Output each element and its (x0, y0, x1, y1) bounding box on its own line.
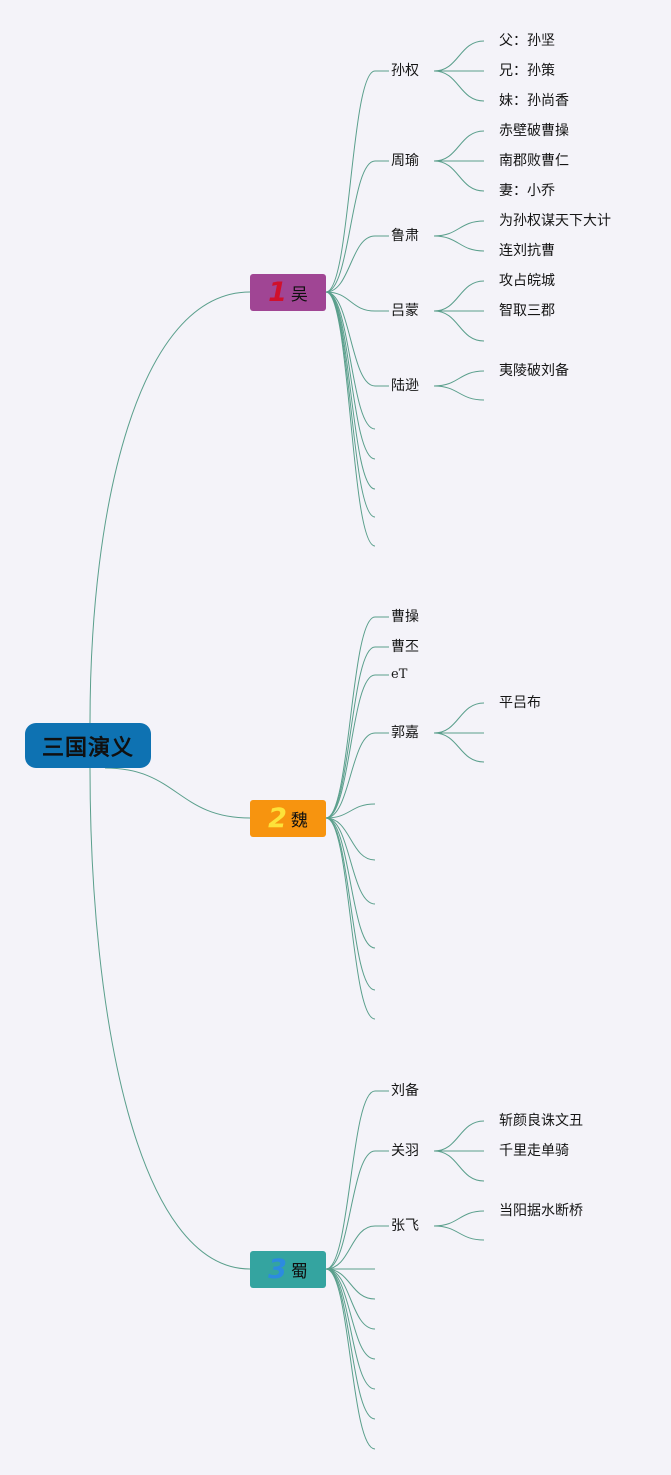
sub-node[interactable]: 吕蒙 (391, 303, 419, 319)
leaf-node[interactable]: 为孙权谋天下大计 (499, 213, 611, 229)
branch-to-sub-line (325, 1090, 376, 1270)
sub-to-leaf-line (433, 385, 485, 401)
branch-node-wu[interactable]: 1 吴 (250, 274, 326, 311)
leaf-node[interactable]: 斩颜良诛文丑 (499, 1113, 583, 1129)
root-label: 三国演义 (41, 735, 134, 761)
root-to-wu-line (89, 291, 251, 724)
branch-label: 吴 (290, 285, 308, 305)
branch-to-sub-line (325, 291, 376, 490)
branch-to-sub-line (325, 1268, 376, 1300)
sub-to-leaf-line (433, 70, 485, 102)
branch-to-sub-line (325, 1268, 376, 1450)
branch-to-sub-line (325, 803, 376, 819)
sub-to-leaf-line (433, 1150, 485, 1182)
branch-to-sub-line (325, 817, 376, 991)
sub-node[interactable]: 关羽 (391, 1143, 419, 1159)
branch-to-sub-line (325, 160, 376, 293)
branch-to-sub-line (325, 1268, 376, 1330)
leaf-node[interactable]: 夷陵破刘备 (499, 363, 569, 379)
branch-to-sub-line (325, 646, 376, 819)
root-to-wei-line (104, 767, 251, 819)
branch-label: 蜀 (290, 1262, 308, 1282)
leaf-node[interactable]: 连刘抗曹 (499, 243, 555, 259)
branch-to-sub-line (325, 1225, 376, 1270)
branch-number: 1 (268, 277, 287, 308)
branch-to-sub-line (325, 817, 376, 861)
leaf-node[interactable]: 妻：小乔 (499, 183, 555, 199)
branch-to-sub-line (325, 1150, 376, 1270)
leaf-node[interactable]: 赤壁破曹操 (499, 123, 569, 139)
sub-node[interactable]: 张飞 (391, 1218, 419, 1234)
branch-to-sub-line (325, 291, 376, 460)
sub-node[interactable]: 陆逊 (391, 378, 419, 394)
sub-to-leaf-line (433, 235, 485, 252)
leaf-node[interactable]: 平吕布 (499, 695, 541, 711)
branch-to-sub-line (325, 1268, 376, 1390)
leaf-node[interactable]: 智取三郡 (499, 303, 555, 319)
branch-to-sub-line (325, 291, 376, 387)
sub-to-leaf-line (433, 1120, 485, 1152)
sub-node[interactable]: eT (391, 667, 408, 682)
branch-number: 2 (268, 803, 287, 834)
branch-to-sub-line (325, 291, 376, 518)
sub-node[interactable]: 孙权 (391, 63, 419, 79)
branch-to-sub-line (325, 1268, 376, 1420)
branch-to-sub-line (325, 291, 376, 547)
branch-to-sub-line (325, 817, 376, 905)
branch-to-sub-line (325, 70, 376, 293)
branch-to-sub-line (325, 732, 376, 819)
branch-to-sub-line (325, 235, 376, 293)
sub-to-leaf-line (433, 280, 485, 312)
sub-node[interactable]: 周瑜 (391, 153, 419, 169)
branch-to-sub-line (325, 817, 376, 949)
sub-to-leaf-line (433, 1210, 485, 1227)
leaf-node[interactable]: 妹：孙尚香 (499, 93, 569, 109)
sub-node[interactable]: 刘备 (391, 1083, 419, 1099)
sub-node[interactable]: 曹丕 (391, 639, 419, 655)
sub-node[interactable]: 曹操 (391, 609, 419, 625)
branch-to-sub-line (325, 674, 376, 819)
sub-to-leaf-line (433, 160, 485, 192)
sub-to-leaf-line (433, 702, 485, 734)
sub-to-leaf-line (433, 1225, 485, 1241)
sub-node[interactable]: 鲁肃 (391, 228, 419, 244)
branch-node-wei[interactable]: 2 魏 (250, 800, 326, 837)
leaf-node[interactable]: 南郡败曹仁 (499, 153, 569, 169)
sub-to-leaf-line (433, 40, 485, 72)
sub-to-leaf-line (433, 220, 485, 237)
sub-node[interactable]: 郭嘉 (391, 725, 419, 741)
sub-to-leaf-line (433, 370, 485, 387)
sub-to-leaf-line (433, 310, 485, 342)
root-to-shu-line (89, 767, 251, 1270)
sub-to-leaf-line (433, 732, 485, 763)
leaf-node[interactable]: 当阳据水断桥 (499, 1203, 583, 1219)
root-node[interactable]: 三国演义 (25, 723, 151, 768)
branch-label: 魏 (290, 811, 308, 831)
branch-node-shu[interactable]: 3 蜀 (250, 1251, 326, 1288)
branch-number: 3 (268, 1254, 287, 1285)
branch-to-sub-line (325, 616, 376, 819)
branch-to-sub-line (325, 817, 376, 1020)
leaf-node[interactable]: 千里走单骑 (499, 1143, 569, 1159)
leaf-node[interactable]: 父：孙坚 (499, 33, 555, 49)
branch-to-sub-line (325, 291, 376, 312)
leaf-node[interactable]: 攻占皖城 (499, 273, 555, 289)
leaf-node[interactable]: 兄：孙策 (499, 63, 555, 79)
sub-to-leaf-line (433, 130, 485, 162)
